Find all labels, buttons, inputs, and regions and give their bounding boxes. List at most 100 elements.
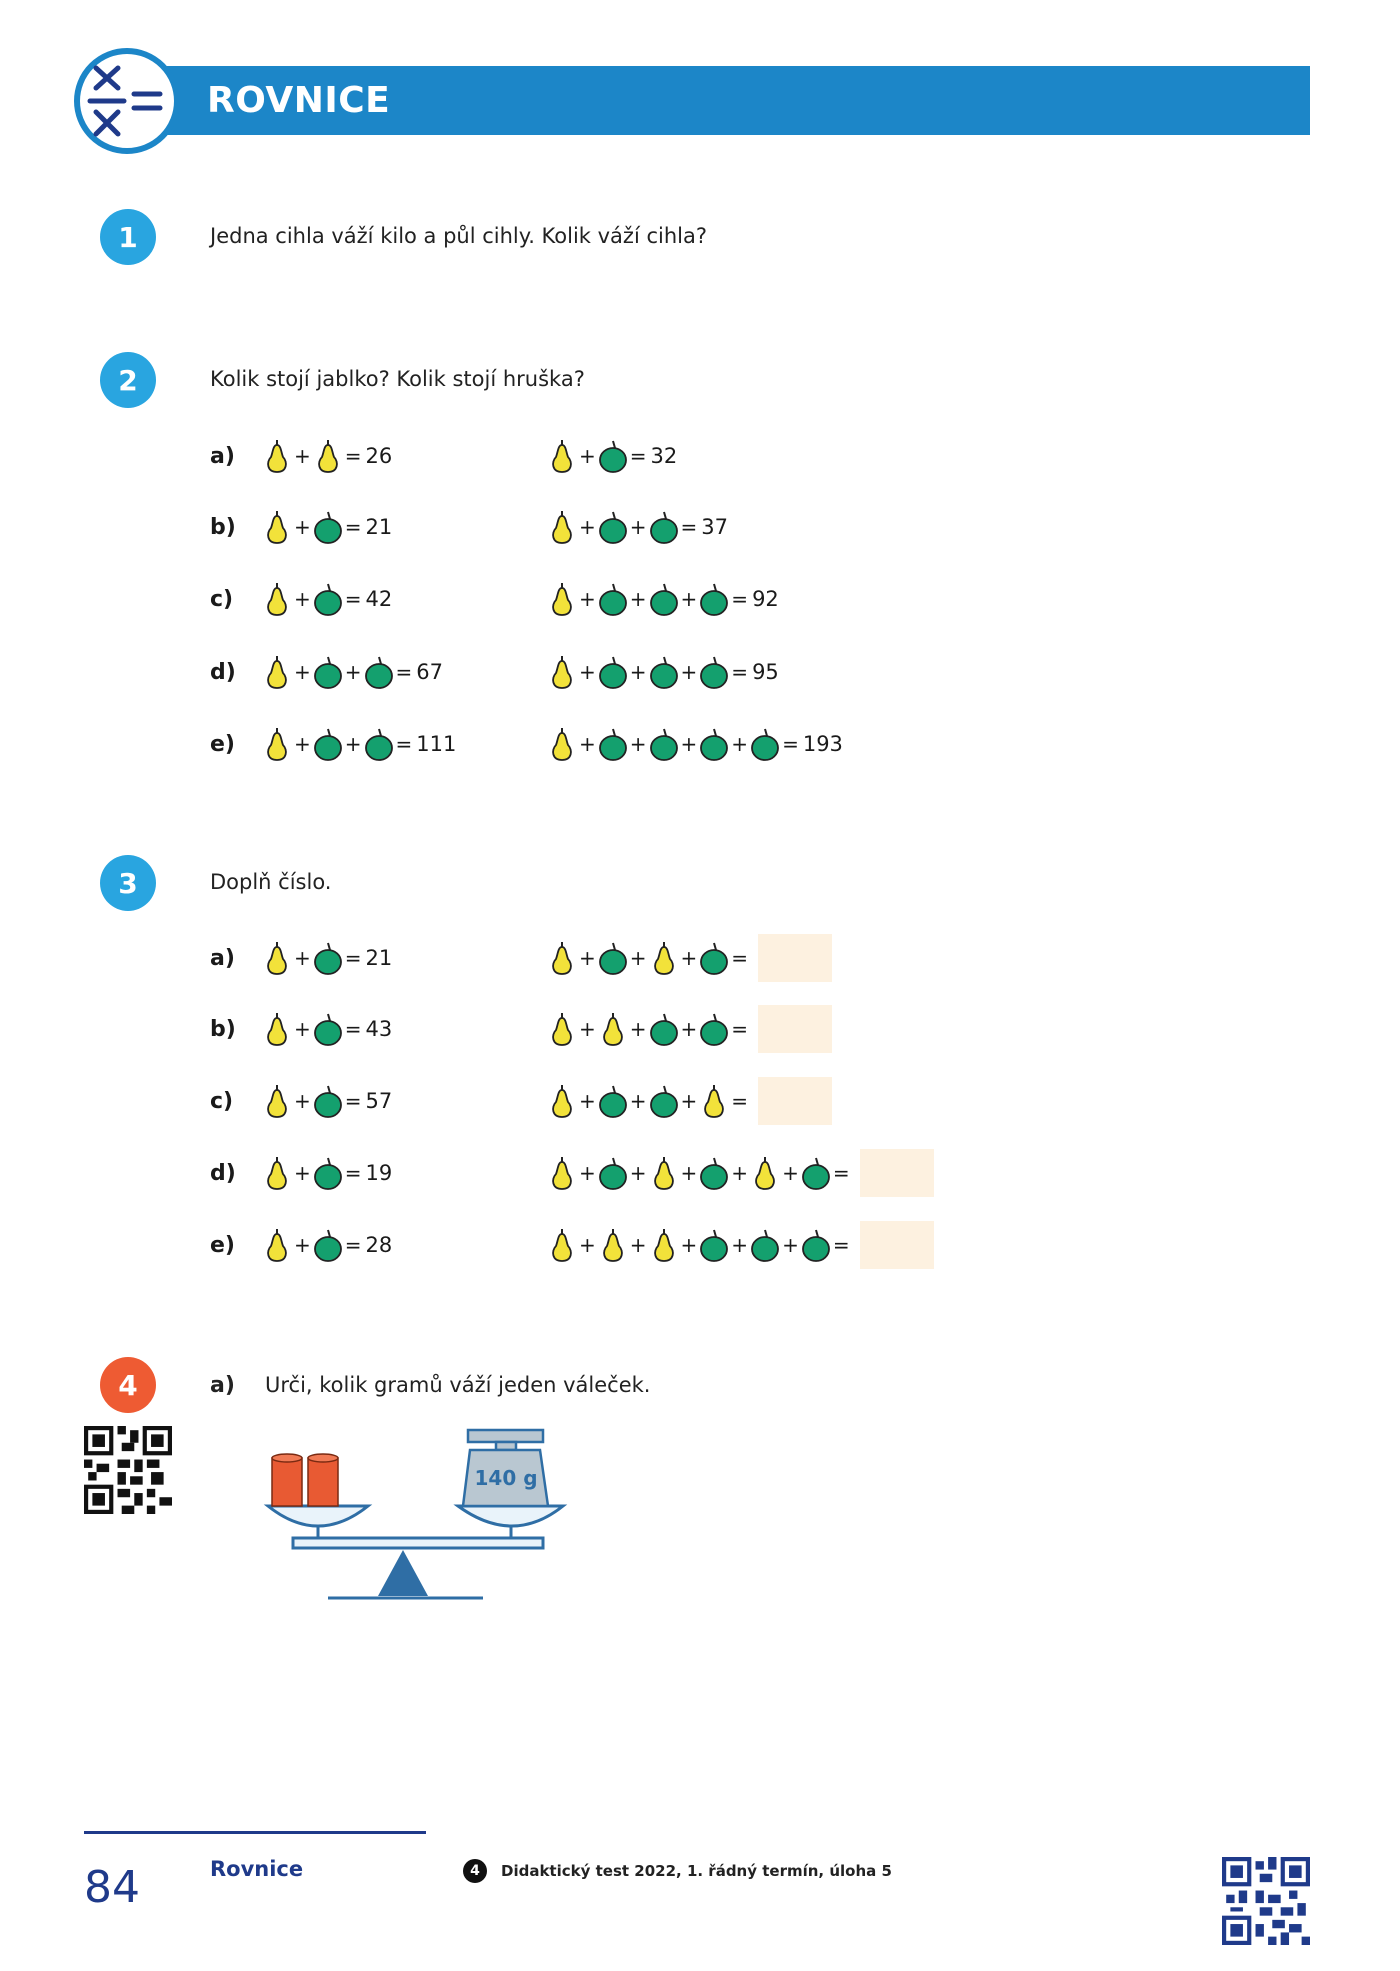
equation: e)+=28 bbox=[210, 1223, 392, 1267]
apple-icon bbox=[700, 942, 729, 975]
task4-label: a) bbox=[210, 1373, 235, 1398]
plus-sign: + bbox=[294, 1233, 311, 1257]
apple-icon bbox=[313, 1157, 342, 1190]
apple-icon bbox=[649, 583, 678, 616]
answer-input[interactable] bbox=[758, 1077, 833, 1125]
answer-input[interactable] bbox=[859, 1221, 934, 1269]
equation-result: 26 bbox=[365, 444, 393, 468]
equation: ++=37 bbox=[547, 505, 728, 549]
pear-icon bbox=[704, 1085, 725, 1118]
plus-sign: + bbox=[680, 946, 698, 970]
apple-icon bbox=[700, 656, 729, 689]
footer-line bbox=[84, 1831, 426, 1834]
apple-icon bbox=[649, 1013, 678, 1046]
apple-icon bbox=[313, 1013, 342, 1046]
qr-code-icon[interactable] bbox=[84, 1426, 172, 1514]
equation-result: 21 bbox=[365, 515, 393, 539]
equals-sign: = bbox=[344, 1161, 362, 1185]
plus-sign: + bbox=[680, 587, 698, 611]
equation: b)+=21 bbox=[210, 505, 392, 549]
equation-label: e) bbox=[210, 1232, 235, 1258]
pear-icon bbox=[552, 583, 572, 616]
pear-icon bbox=[552, 1157, 572, 1190]
apple-icon bbox=[598, 511, 627, 544]
answer-input[interactable] bbox=[758, 934, 833, 982]
plus-sign: + bbox=[579, 946, 596, 970]
plus-sign: + bbox=[629, 587, 647, 611]
apple-icon bbox=[649, 511, 678, 544]
apple-icon bbox=[751, 1229, 779, 1262]
pear-icon bbox=[552, 1085, 572, 1118]
equation-result: 67 bbox=[416, 660, 444, 684]
plus-sign: + bbox=[680, 1089, 698, 1113]
equals-sign: = bbox=[731, 1089, 749, 1113]
pear-icon bbox=[602, 1229, 623, 1262]
apple-icon bbox=[364, 728, 393, 761]
pear-icon bbox=[755, 1157, 775, 1190]
equals-sign: = bbox=[629, 444, 647, 468]
equals-sign: = bbox=[344, 1017, 362, 1041]
plus-sign: + bbox=[731, 1233, 749, 1257]
equation-result: 193 bbox=[802, 732, 843, 756]
plus-sign: + bbox=[579, 732, 596, 756]
pear-icon bbox=[653, 1157, 674, 1190]
equation-label: c) bbox=[210, 586, 234, 612]
footer-qr-code-icon[interactable] bbox=[1222, 1857, 1310, 1945]
equals-sign: = bbox=[832, 1233, 850, 1257]
equation: +++++= bbox=[547, 1149, 934, 1197]
pear-icon bbox=[267, 583, 287, 616]
apple-icon bbox=[313, 942, 342, 975]
equation-result: 43 bbox=[365, 1017, 393, 1041]
answer-input[interactable] bbox=[758, 1005, 833, 1053]
equation: c)+=57 bbox=[210, 1079, 392, 1123]
plus-sign: + bbox=[579, 444, 596, 468]
equation-result: 57 bbox=[365, 1089, 393, 1113]
pear-icon bbox=[317, 440, 338, 473]
equals-sign: = bbox=[832, 1161, 850, 1185]
equals-sign: = bbox=[344, 587, 362, 611]
plus-sign: + bbox=[579, 515, 596, 539]
equation-label: c) bbox=[210, 1088, 234, 1114]
equation: b)+=43 bbox=[210, 1007, 392, 1051]
apple-icon bbox=[700, 1157, 729, 1190]
pear-icon bbox=[267, 1085, 287, 1118]
plus-sign: + bbox=[294, 1161, 311, 1185]
plus-sign: + bbox=[629, 1017, 647, 1041]
apple-icon bbox=[649, 656, 678, 689]
equation-label: d) bbox=[210, 659, 236, 685]
equation-result: 21 bbox=[365, 946, 393, 970]
pear-icon bbox=[267, 942, 287, 975]
apple-icon bbox=[598, 1157, 627, 1190]
plus-sign: + bbox=[294, 444, 311, 468]
plus-sign: + bbox=[629, 1161, 647, 1185]
apple-icon bbox=[700, 1013, 729, 1046]
task-badge-4: 4 bbox=[100, 1357, 156, 1413]
equals-sign: = bbox=[782, 732, 799, 756]
plus-sign: + bbox=[680, 1233, 698, 1257]
plus-sign: + bbox=[294, 1089, 311, 1113]
equation: ++++=193 bbox=[547, 722, 843, 766]
task2-text: Kolik stojí jablko? Kolik stojí hruška? bbox=[210, 367, 585, 391]
pear-icon bbox=[653, 942, 674, 975]
equals-sign: = bbox=[344, 946, 362, 970]
footer-note: 4 Didaktický test 2022, 1. řádný termín,… bbox=[463, 1859, 892, 1883]
plus-sign: + bbox=[579, 587, 596, 611]
pear-icon bbox=[267, 1229, 287, 1262]
equation: a)+=21 bbox=[210, 936, 392, 980]
equals-sign: = bbox=[731, 1017, 749, 1041]
balance-scale-illustration: 140 g bbox=[263, 1428, 568, 1600]
answer-input[interactable] bbox=[859, 1149, 934, 1197]
apple-icon bbox=[649, 1085, 678, 1118]
equation-result: 32 bbox=[650, 444, 678, 468]
equals-sign: = bbox=[344, 1233, 362, 1257]
task4-text: Urči, kolik gramů váží jeden váleček. bbox=[265, 1373, 651, 1397]
task-badge-3: 3 bbox=[100, 855, 156, 911]
plus-sign: + bbox=[579, 1233, 596, 1257]
equation-result: 95 bbox=[752, 660, 779, 684]
cylinder-icon bbox=[271, 1453, 303, 1507]
equation: +++=92 bbox=[547, 577, 779, 621]
equation: +++=95 bbox=[547, 650, 779, 694]
task-badge-2: 2 bbox=[100, 352, 156, 408]
pear-icon bbox=[552, 440, 572, 473]
pear-icon bbox=[267, 440, 287, 473]
